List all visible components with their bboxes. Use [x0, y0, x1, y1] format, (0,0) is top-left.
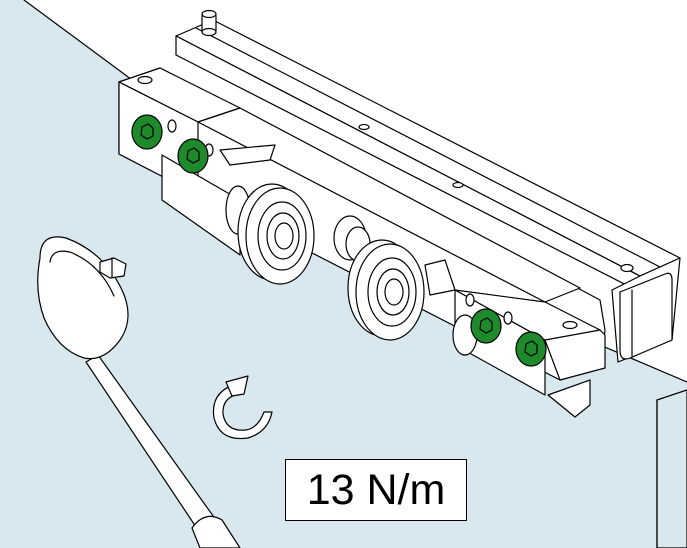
torque-wrench-icon [37, 236, 241, 548]
roller-left [225, 183, 315, 285]
bolt-2 [177, 138, 209, 174]
end-cap [611, 257, 681, 363]
torque-value-label: 13 N/m [285, 459, 467, 521]
bolt-1 [131, 114, 163, 150]
bolt-3 [470, 308, 502, 344]
clockwise-arrow-icon [212, 375, 273, 440]
bolt-4 [515, 331, 547, 367]
torque-value-text: 13 N/m [306, 465, 446, 514]
guide-pin [201, 9, 217, 37]
